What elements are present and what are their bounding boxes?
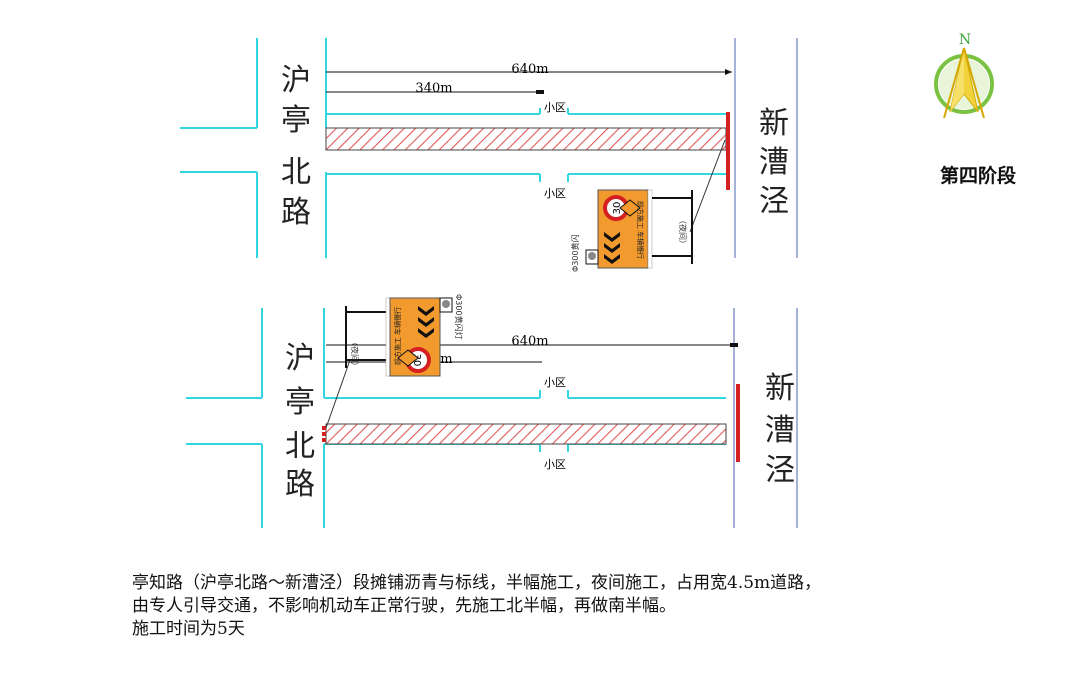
construction-description: 亭知路（沪亭北路～新漕泾）段摊铺沥青与标线，半幅施工，夜间施工，占用宽4.5m道… bbox=[132, 572, 1052, 641]
description-line-1: 亭知路（沪亭北路～新漕泾）段摊铺沥青与标线，半幅施工，夜间施工，占用宽4.5m道… bbox=[132, 573, 822, 593]
svg-text:30: 30 bbox=[612, 202, 623, 215]
svg-text:北: 北 bbox=[281, 155, 311, 190]
dim-total-label-bottom: 640m bbox=[511, 334, 548, 349]
west-road-edges bbox=[180, 38, 327, 258]
east-road-name-bottom: 新 漕 泾 bbox=[765, 371, 795, 488]
dim-partial-label: 340m bbox=[415, 81, 452, 96]
svg-text:沪: 沪 bbox=[281, 63, 311, 98]
dim-total-label: 640m bbox=[511, 62, 548, 77]
description-line-2: 由专人引导交通，不影响机动车正常行驶，先施工北半幅，再做南半幅。 bbox=[132, 596, 676, 616]
community-label-south-bottom: 小区 bbox=[544, 458, 566, 471]
top-panel: 640m 340m 小区 小区 沪 亭 北 路 新 漕 泾 30 bbox=[180, 38, 798, 272]
svg-text:N: N bbox=[959, 32, 971, 48]
west-road-name: 沪 亭 北 路 bbox=[281, 63, 311, 230]
community-label-north-bottom: 小区 bbox=[544, 376, 566, 389]
start-barrier-bottom bbox=[322, 426, 326, 442]
svg-text:亭: 亭 bbox=[281, 103, 311, 138]
svg-text:（夜间）: （夜间） bbox=[678, 216, 688, 248]
community-label-north: 小区 bbox=[544, 101, 566, 114]
svg-text:新: 新 bbox=[759, 106, 789, 141]
svg-text:30: 30 bbox=[411, 354, 422, 367]
west-road-edges-bottom bbox=[186, 308, 325, 528]
work-zone-north-half bbox=[325, 127, 727, 151]
svg-text:Φ300黄闪: Φ300黄闪 bbox=[570, 234, 580, 272]
svg-text:Φ300黄闪灯: Φ300黄闪灯 bbox=[454, 294, 464, 340]
warning-sign-bottom: （夜间） 前方施工 车辆慢行 30 Φ300黄闪灯 bbox=[345, 294, 464, 377]
west-road-name-bottom: 沪 亭 北 路 bbox=[285, 341, 315, 502]
community-label-south: 小区 bbox=[544, 187, 566, 200]
svg-text:北: 北 bbox=[285, 429, 315, 464]
svg-text:泾: 泾 bbox=[765, 453, 795, 488]
svg-text:新: 新 bbox=[765, 371, 795, 406]
work-zone-south-half bbox=[325, 423, 727, 445]
svg-text:路: 路 bbox=[285, 467, 315, 502]
svg-text:路: 路 bbox=[281, 195, 311, 230]
description-line-3: 施工时间为5天 bbox=[132, 619, 245, 639]
svg-text:沪: 沪 bbox=[285, 341, 315, 376]
sign-board-text-bottom: 前方施工 车辆慢行 bbox=[393, 307, 402, 365]
east-road-lines bbox=[734, 38, 798, 258]
sign-board-text: 前方施工 车辆慢行 bbox=[636, 201, 645, 259]
main-road-edges bbox=[326, 108, 726, 182]
stage-label: 第四阶段 bbox=[940, 164, 1017, 187]
svg-text:漕: 漕 bbox=[765, 413, 795, 448]
bottom-panel: 640m 340m 小区 小区 沪 亭 北 路 新 漕 泾 （夜间） 前方施工 … bbox=[186, 294, 798, 528]
east-road-name: 新 漕 泾 bbox=[759, 106, 789, 219]
north-compass-icon: N bbox=[934, 32, 994, 119]
warning-sign-top: 30 前方施工 车辆慢行 （夜间） Φ300黄闪 bbox=[570, 189, 693, 272]
svg-text:亭: 亭 bbox=[285, 385, 315, 420]
svg-text:泾: 泾 bbox=[759, 184, 789, 219]
svg-text:（夜间）: （夜间） bbox=[350, 338, 360, 370]
svg-text:漕: 漕 bbox=[759, 145, 789, 180]
